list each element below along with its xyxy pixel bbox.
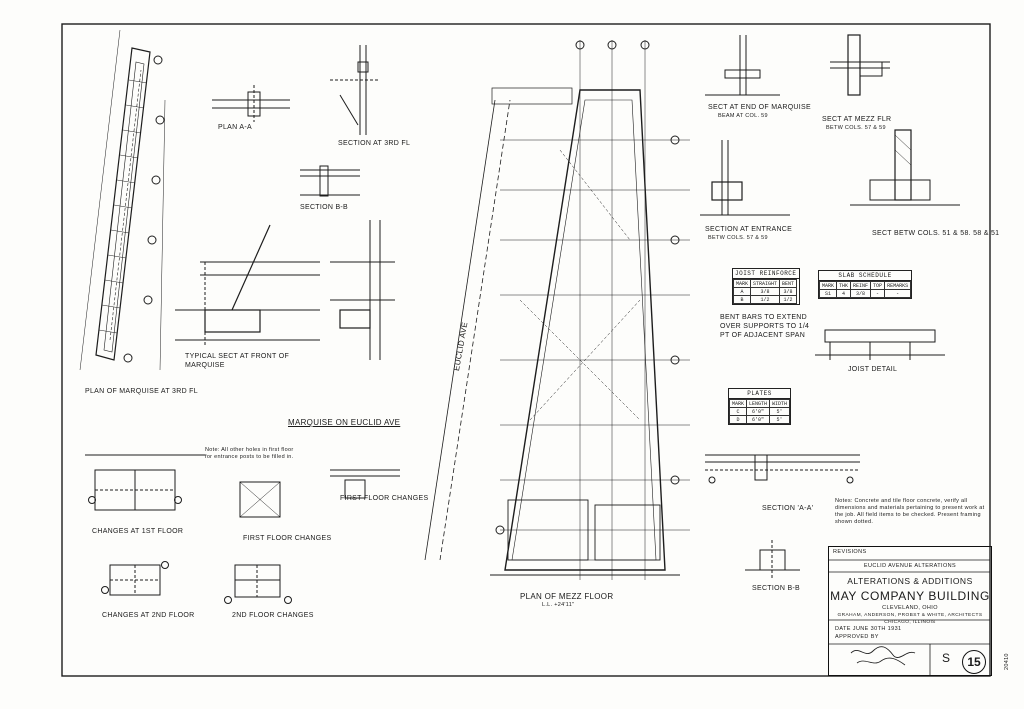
label-sheet-side: 20410 — [1004, 653, 1010, 670]
label-mezz-level: L.L. +24'11" — [542, 602, 575, 608]
joist-cell: 1/2 — [750, 295, 781, 304]
title-date: DATE JUNE 30TH 1931 — [835, 626, 902, 632]
changes-2nd-floor-plan — [101, 561, 169, 596]
plates-table-title: PLATES — [729, 389, 791, 399]
wall-section-detail — [330, 220, 395, 360]
joist-header: MARK — [732, 279, 752, 288]
title-building: MAY COMPANY BUILDING — [830, 589, 990, 603]
slab-cell: 3/8 — [850, 289, 872, 298]
label-sect-end-marquise: SECT AT END OF MARQUISE — [708, 104, 811, 111]
plates-cell: 5' — [769, 407, 791, 416]
plates-cell: C — [728, 407, 748, 416]
sheet-letter: S — [942, 651, 951, 665]
sect-betw-cols-detail — [850, 129, 960, 206]
plates-cell: D — [728, 415, 748, 424]
slab-header: REMARKS — [884, 281, 912, 290]
plates-cell: 5' — [769, 415, 791, 424]
joist-cell: 3/8 — [750, 287, 781, 296]
section-bb-drawing — [745, 540, 800, 580]
label-sect-mezz: SECT AT MEZZ FLR — [822, 116, 892, 123]
title-project: EUCLID AVENUE ALTERATIONS — [863, 563, 957, 569]
label-section-bb-top: SECTION B-B — [300, 204, 349, 211]
plates-table: PLATES MARK LENGTH WIDTH C 6'0" 5' D 6'0… — [728, 388, 792, 425]
title-block-lines — [828, 559, 990, 676]
sheet-number-badge: 15 — [962, 650, 986, 674]
label-plan-aa: PLAN A-A — [218, 124, 252, 131]
slab-cell: - — [870, 289, 886, 298]
label-marquise-euclid: MARQUISE ON EUCLID AVE — [288, 418, 401, 427]
label-section-entrance-sub: BETW COLS. 57 & 59 — [708, 235, 768, 241]
sect-mezz-detail — [830, 34, 890, 96]
signature-mark — [850, 646, 916, 666]
joist-cell: B — [732, 295, 752, 304]
title-revisions: REVISIONS — [833, 549, 867, 555]
label-sect-mezz-sub: BETW COLS. 57 & 59 — [826, 125, 886, 131]
sheet-border — [61, 23, 991, 677]
marquise-plan — [79, 29, 166, 371]
section-3rd-detail — [330, 45, 380, 135]
joist-detail-drawing — [815, 329, 945, 360]
slab-schedule-table: SLAB SCHEDULE MARK THK REINF TOP REMARKS… — [818, 270, 913, 299]
slab-cell: 4 — [836, 289, 852, 298]
joist-cell: 1/2 — [779, 295, 798, 304]
second-floor-changes-plan — [224, 564, 292, 604]
joist-reinforce-table: JOIST REINFORCE MARK STRAIGHT BENT A 3/8… — [732, 268, 800, 305]
plates-cell: 6'0" — [746, 407, 771, 416]
label-second-floor-changes: 2ND FLOOR CHANGES — [232, 612, 314, 619]
slab-header: TOP — [870, 281, 886, 290]
title-city: CLEVELAND, OHIO — [882, 605, 938, 611]
plates-header: LENGTH — [746, 399, 771, 408]
joist-cell: 3/8 — [779, 287, 798, 296]
label-sect-betw: SECT BETW COLS. 51 & 58. 58 & 51 — [872, 230, 1000, 237]
title-architects: GRAHAM, ANDERSON, PROBST & WHITE, ARCHIT… — [837, 613, 983, 618]
label-first-floor-changes-b: FIRST FLOOR CHANGES — [340, 495, 429, 502]
label-notes: Notes: Concrete and tile floor concrete,… — [835, 498, 985, 525]
label-joist-detail: JOIST DETAIL — [848, 366, 898, 373]
title-approved: APPROVED BY — [835, 634, 879, 640]
mezz-floor-plan — [490, 40, 690, 580]
joist-header: STRAIGHT — [750, 279, 781, 288]
plates-cell: 6'0" — [746, 415, 771, 424]
label-changes-2nd: CHANGES AT 2ND FLOOR — [102, 612, 195, 619]
plates-header: WIDTH — [769, 399, 791, 408]
label-changes-1st: CHANGES AT 1ST FLOOR — [92, 528, 184, 535]
plates-header: MARK — [728, 399, 748, 408]
label-sect-end-marquise-sub: BEAM AT COL. 59 — [718, 113, 768, 119]
label-section-aa: SECTION 'A-A' — [762, 505, 814, 512]
label-note-others: Note: All other holes in first floor for… — [205, 447, 294, 460]
label-section-bb: SECTION B-B — [752, 585, 801, 592]
joist-cell: A — [732, 287, 752, 296]
slab-table-title: SLAB SCHEDULE — [819, 271, 912, 281]
label-plan-marquise: PLAN OF MARQUISE AT 3RD FL — [85, 388, 198, 395]
label-bent-bars: BENT BARS TO EXTEND OVER SUPPORTS TO 1/4… — [720, 314, 810, 339]
label-section-3rd: SECTION AT 3RD FL — [338, 140, 411, 147]
section-aa-drawing — [705, 454, 860, 484]
label-typical-sect: TYPICAL SECT AT FRONT OF MARQUISE — [185, 353, 290, 369]
section-bb-detail — [300, 165, 360, 197]
joist-header: BENT — [779, 279, 798, 288]
title-architects-city: CHICAGO, ILLINOIS — [884, 620, 936, 625]
euclid-avenue-lines — [424, 99, 511, 561]
sect-end-marquise-detail — [705, 35, 780, 96]
label-section-entrance: SECTION AT ENTRANCE — [705, 226, 793, 233]
slab-header: REINF — [850, 281, 872, 290]
title-heading: ALTERATIONS & ADDITIONS — [847, 576, 973, 586]
joist-table-title: JOIST REINFORCE — [733, 270, 799, 279]
slab-cell: - — [884, 289, 912, 298]
title-block: REVISIONS EUCLID AVENUE ALTERATIONS ALTE… — [828, 546, 992, 676]
section-entrance-detail — [700, 140, 790, 216]
typical-section-detail — [175, 224, 320, 345]
label-plan-mezz: PLAN OF MEZZ FLOOR — [520, 592, 614, 601]
slab-cell: S1 — [818, 289, 838, 298]
slab-header: MARK — [818, 281, 838, 290]
first-floor-changes-plan — [239, 469, 400, 518]
plan-aa-detail — [212, 85, 290, 122]
label-first-floor-changes-a: FIRST FLOOR CHANGES — [243, 535, 332, 542]
changes-1st-floor-plan — [85, 454, 205, 511]
slab-header: THK — [836, 281, 852, 290]
